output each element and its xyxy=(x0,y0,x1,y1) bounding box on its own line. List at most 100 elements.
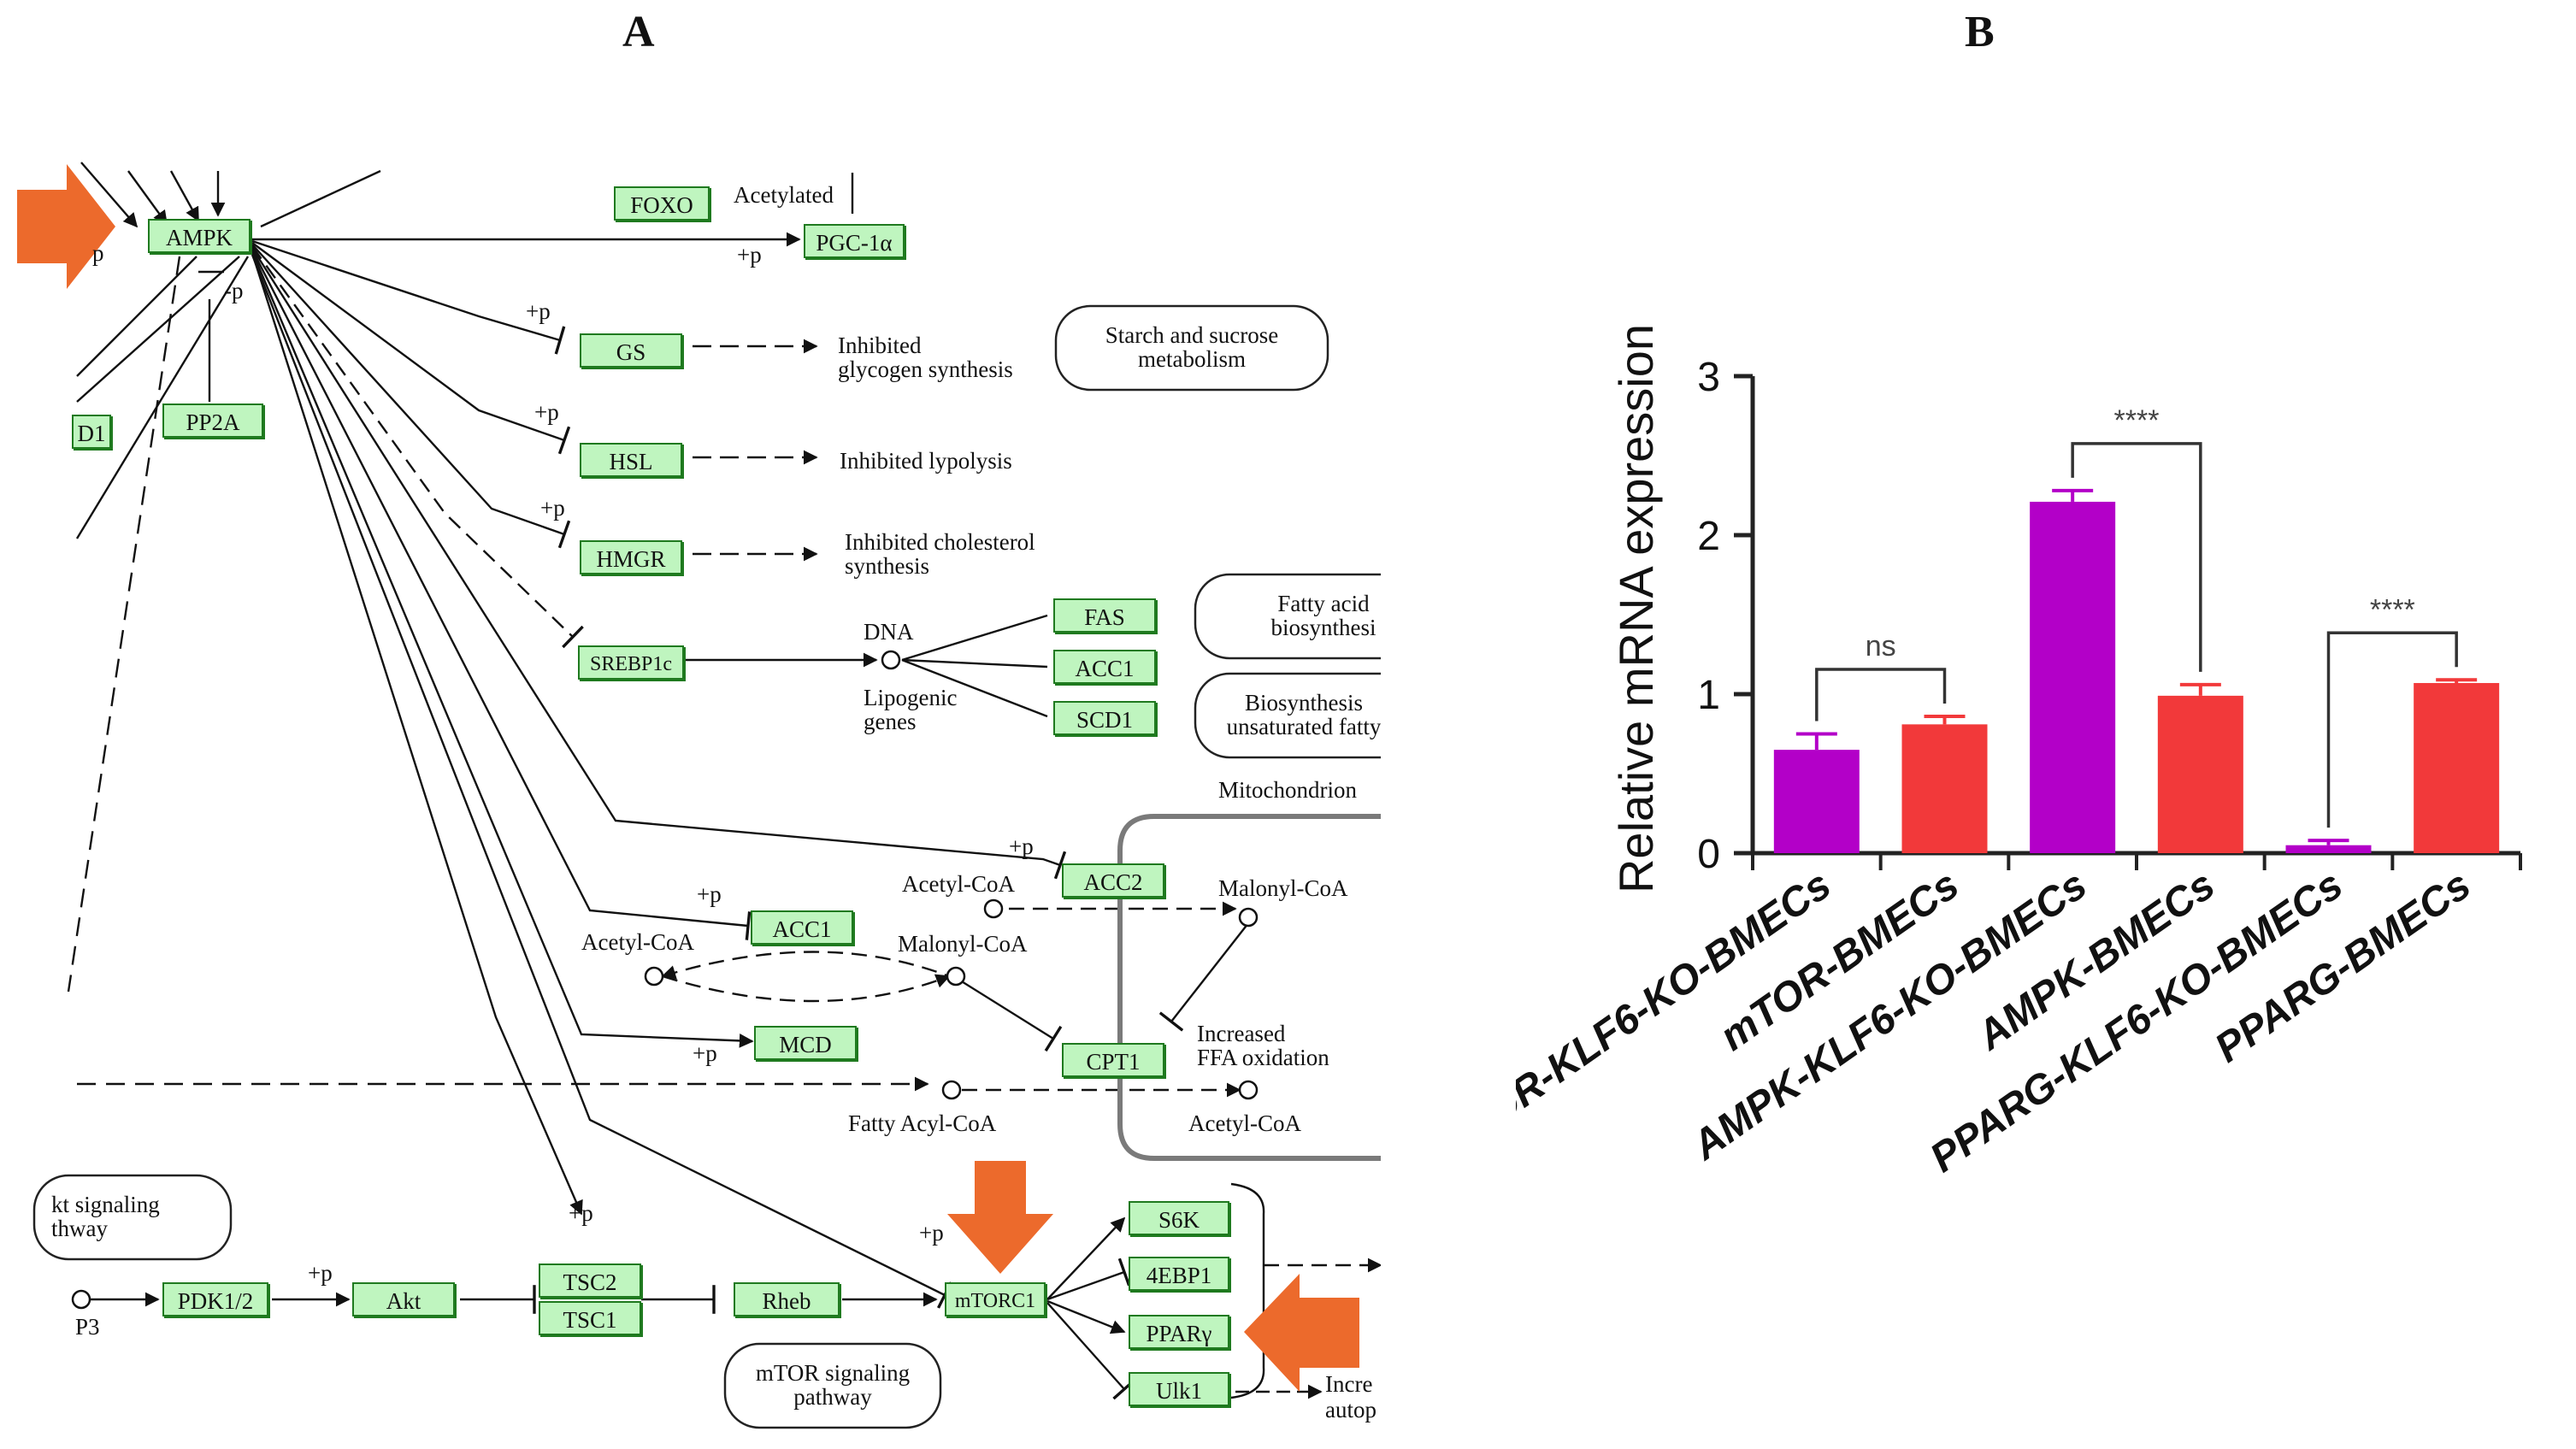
label-glycogen-2: glycogen synthesis xyxy=(838,356,1013,382)
node-akt[interactable]: Akt xyxy=(352,1282,455,1316)
chart-significance: ns **** **** xyxy=(1815,404,2458,828)
node-rheb[interactable]: Rheb xyxy=(734,1282,840,1316)
node-acc1-top[interactable]: ACC1 xyxy=(1053,650,1156,684)
node-d1[interactable]: D1 xyxy=(72,415,111,449)
label-ffa-oxidation: FFA oxidation xyxy=(1197,1045,1329,1070)
label-chol-2: synthesis xyxy=(845,553,930,579)
label-p-tsc: +p xyxy=(569,1200,593,1226)
label-p3: P3 xyxy=(75,1314,100,1340)
label-chol-1: Inhibited cholesterol xyxy=(845,529,1035,555)
label-lipolysis: Inhibited lypolysis xyxy=(840,448,1012,474)
y-tick-label: 1 xyxy=(1697,673,1720,718)
node-mtorc1[interactable]: mTORC1 xyxy=(945,1282,1046,1316)
significance-bracket xyxy=(2326,631,2458,828)
map-biosynthesis[interactable]: Biosynthesis unsaturated fatty xyxy=(1205,691,1402,739)
label-acetyl-coa-1: Acetyl-CoA xyxy=(902,871,1015,897)
label-p-gs: +p xyxy=(526,298,551,324)
map-mtor-signaling[interactable]: mTOR signaling pathway xyxy=(725,1361,940,1409)
node-foxo[interactable]: FOXO xyxy=(614,186,710,221)
label-p-acc2: +p xyxy=(1009,833,1034,859)
node-cpt1[interactable]: CPT1 xyxy=(1062,1043,1164,1077)
y-tick-label: 0 xyxy=(1697,832,1720,877)
label-glycogen-1: Inhibited xyxy=(838,333,922,358)
map-starch-line2: metabolism xyxy=(1138,346,1246,372)
node-fas[interactable]: FAS xyxy=(1053,598,1156,633)
node-tsc1[interactable]: TSC1 xyxy=(539,1301,641,1335)
node-pgc1a[interactable]: PGC-1α xyxy=(804,224,905,258)
label-increased: Increased xyxy=(1197,1021,1286,1046)
bar xyxy=(1901,724,1988,853)
label-autop: autop xyxy=(1325,1397,1376,1422)
map-mtor-line1: mTOR signaling xyxy=(755,1360,911,1386)
map-fatty-acid-line2: biosynthesi xyxy=(1270,615,1376,640)
label-malonyl-coa-2: Malonyl-CoA xyxy=(898,931,1028,957)
map-biosynthesis-line1: Biosynthesis xyxy=(1244,690,1364,716)
label-acetyl-coa-2: Acetyl-CoA xyxy=(581,929,694,955)
y-tick-label: 3 xyxy=(1697,355,1720,400)
label-p-mtorc1: +p xyxy=(919,1220,944,1246)
map-akt-line2: thway xyxy=(51,1216,108,1241)
node-ampk[interactable]: AMPK xyxy=(148,219,251,253)
pathway-edges xyxy=(67,162,1382,1400)
map-starch[interactable]: Starch and sucrose metabolism xyxy=(1056,323,1328,371)
panel-b-label: B xyxy=(1965,8,1995,56)
node-tsc2[interactable]: TSC2 xyxy=(539,1263,641,1298)
label-lipogenic-2: genes xyxy=(864,709,917,734)
map-biosynthesis-line2: unsaturated fatty xyxy=(1226,714,1382,739)
node-pparg[interactable]: PPARγ xyxy=(1129,1315,1229,1349)
bar xyxy=(2285,845,2372,853)
significance-bracket xyxy=(1815,668,1947,722)
bar xyxy=(2157,695,2243,853)
label-p-pgc: +p xyxy=(737,242,762,268)
map-starch-line1: Starch and sucrose xyxy=(1105,322,1279,348)
label-acetyl-coa-3: Acetyl-CoA xyxy=(1188,1110,1301,1136)
label-fatty-acyl-coa: Fatty Acyl-CoA xyxy=(848,1110,997,1136)
mtorc1-highlight-arrow xyxy=(947,1161,1053,1274)
label-acetylated: Acetylated xyxy=(734,182,834,208)
node-s6k[interactable]: S6K xyxy=(1129,1201,1229,1235)
map-mtor-line2: pathway xyxy=(793,1384,872,1410)
node-scd1[interactable]: SCD1 xyxy=(1053,701,1156,735)
map-fatty-acid[interactable]: Fatty acid biosynthesi xyxy=(1238,592,1409,639)
chart-x-tick-labels: mTOR-KLF6-KO-BMECsmTOR-BMECsAMPK-KLF6-KO… xyxy=(1516,863,2479,1181)
label-p-hsl: +p xyxy=(534,399,559,425)
node-mcd[interactable]: MCD xyxy=(754,1026,857,1060)
node-acc1-mid[interactable]: ACC1 xyxy=(751,910,853,945)
node-ulk1[interactable]: Ulk1 xyxy=(1129,1372,1229,1406)
panel-a-crop-mask xyxy=(1381,128,1518,1449)
label-p-akt: +p xyxy=(308,1260,333,1286)
node-srebp1c[interactable]: SREBP1c xyxy=(578,645,684,680)
node-pdk[interactable]: PDK1/2 xyxy=(162,1282,268,1316)
map-akt-line1: kt signaling xyxy=(51,1192,160,1217)
label-p-hmgr: +p xyxy=(540,495,565,521)
panel-a-label: A xyxy=(622,8,655,56)
map-akt-signaling[interactable]: kt signaling thway xyxy=(51,1193,197,1240)
highlight-arrows xyxy=(17,164,1359,1392)
significance-label: ns xyxy=(1866,630,1896,663)
significance-bracket xyxy=(2071,442,2202,672)
label-dna: DNA xyxy=(864,619,914,645)
chart-error-bars xyxy=(1795,488,2478,845)
node-hmgr[interactable]: HMGR xyxy=(580,540,682,574)
label-lipogenic-1: Lipogenic xyxy=(864,685,958,710)
significance-label: **** xyxy=(2114,404,2160,437)
node-4ebp1[interactable]: 4EBP1 xyxy=(1129,1257,1229,1291)
node-gs[interactable]: GS xyxy=(580,333,682,368)
node-hsl[interactable]: HSL xyxy=(580,443,682,477)
label-p-mcd: +p xyxy=(693,1040,717,1066)
pathway-diagram xyxy=(17,162,1402,1429)
label-incre: Incre xyxy=(1325,1371,1373,1397)
bar xyxy=(1773,750,1860,853)
map-fatty-acid-line1: Fatty acid xyxy=(1277,591,1370,616)
ampk-highlight-arrow xyxy=(17,164,115,289)
node-acc2[interactable]: ACC2 xyxy=(1062,863,1164,898)
label-malonyl-coa-1: Malonyl-CoA xyxy=(1218,875,1348,901)
label-mitochondrion: Mitochondrion xyxy=(1218,777,1357,803)
significance-label: **** xyxy=(2370,593,2415,626)
label-p-ampk: p xyxy=(92,240,104,266)
node-pp2a[interactable]: PP2A xyxy=(162,403,263,438)
bar xyxy=(2414,682,2500,853)
map-boxes xyxy=(32,304,1402,1429)
